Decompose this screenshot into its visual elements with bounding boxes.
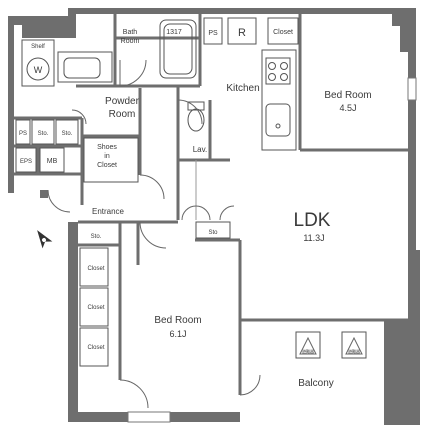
fridge-box [227,17,257,45]
bedroom-top-name: Bed Room [324,90,371,101]
mb-box [39,147,65,173]
washer-drum [26,57,50,81]
balcony-mark-2-label: 避難器 [348,348,360,354]
sto-left2-box [55,119,79,145]
ps-box-top [203,17,223,45]
ps-left-box [15,119,31,145]
kitchen-counter [261,49,297,151]
closet-box-3 [79,327,109,367]
bedroom-bottom-size: 6.1J [169,329,186,339]
room-labels: Bed Room 4.5J LDK 11.3J Kitchen Bath Roo… [92,29,372,389]
sto-left2-label: Sto. [62,131,73,137]
shelf-box [21,39,55,87]
powder-name-line2: Room [109,109,136,120]
balcony-mark-box-1 [295,331,321,359]
stove [265,57,291,85]
eps-label: EPS [20,159,32,165]
eps-box [15,147,37,173]
balcony-hatch-icons [299,336,363,355]
bath-name-line1: Bath [123,29,138,36]
mb-label: MB [47,158,58,165]
shoes-line2: in [104,153,110,160]
shoes-line3: Closet [97,162,117,169]
shelf-label: Shelf [31,44,45,50]
sto-left1-box [31,119,55,145]
bedroom-bottom-name: Bed Room [154,315,201,326]
vanity-sink [63,57,101,79]
window-bedroom-top [407,77,417,101]
ps-left-label: PS [19,131,27,137]
exterior-walls [8,8,420,425]
vanity-counter [57,51,113,83]
closet-top-label: Closet [273,29,293,36]
window-balcony [127,411,171,423]
door-swings [47,59,261,409]
closet-2-label: Closet [87,305,104,311]
bathtub [159,19,197,79]
bath-unit: 1317 [166,29,182,36]
balcony-name: Balcony [298,378,334,389]
ps-label: PS [208,30,218,37]
kitchen-sink [265,103,291,137]
kitchen-name: Kitchen [226,83,259,94]
sto-ldk-label: Sto [208,230,218,236]
washer-label: W [34,65,43,75]
sto-ldk-box [195,221,231,239]
powder-name-line1: Powder [105,96,140,107]
closet-3-label: Closet [87,345,104,351]
shoes-closet [83,137,139,183]
closet-box-2 [79,287,109,327]
balcony-mark-box-2 [341,331,367,359]
toilet-tank [187,101,205,111]
sto-left1-label: Sto. [38,131,49,137]
compass-north-icon [37,230,53,249]
closet-box-top [267,17,299,45]
bath-name-line2: Room [121,38,140,45]
toilet-bowl [187,108,205,132]
refrigerator-label: R [238,27,246,39]
ldk-size: 11.3J [303,233,324,243]
balcony-mark-1-label: 避難器 [302,348,314,354]
fixture-outlines [15,17,417,423]
interior-walls [14,14,408,395]
bathtub-inner [163,23,193,75]
sto-hall-label: Sto. [91,234,102,240]
lav-name: Lav. [193,145,208,154]
shoes-line1: Shoes [97,144,117,151]
closet-1-label: Closet [87,266,104,272]
bedroom-top-size: 4.5J [339,103,356,113]
ldk-name: LDK [294,210,331,231]
entrance-name: Entrance [92,207,125,216]
closet-box-1 [79,247,109,287]
fixture-labels: Shelf W PS R Closet PS Sto. Sto. EPS MB … [19,27,360,354]
